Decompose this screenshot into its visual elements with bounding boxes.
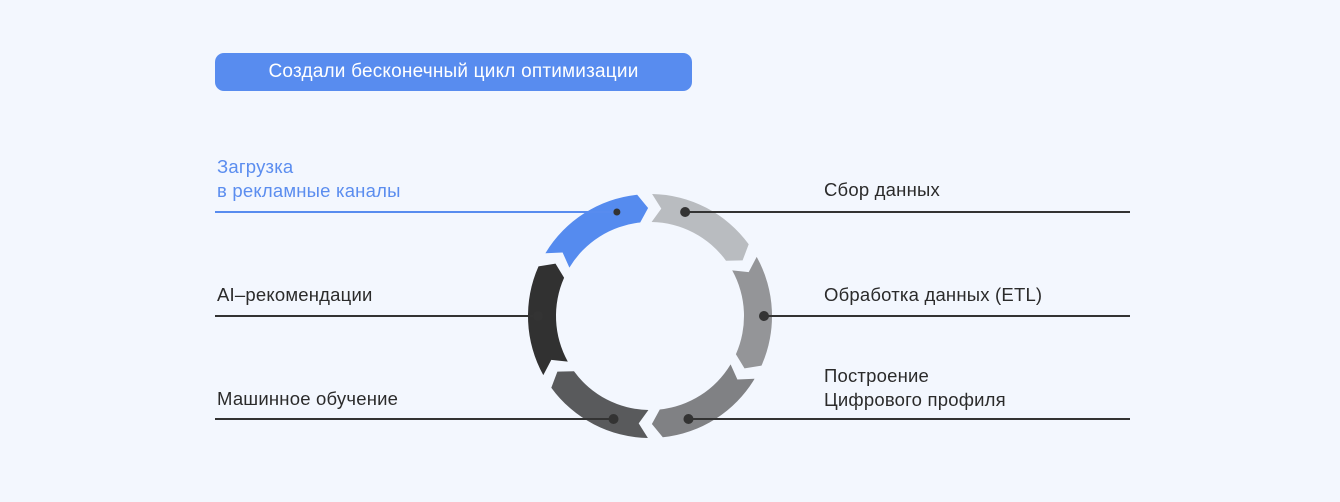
connector-dot (608, 414, 619, 424)
cycle-segment (732, 256, 773, 369)
stage-label-ad-channels: Загрузка в рекламные каналы (217, 155, 401, 203)
stage-text: в рекламные каналы (217, 180, 401, 201)
stage-text: Построение (824, 365, 930, 386)
stage-label-ai: AI–рекомендации (217, 283, 373, 307)
stage-label-etl: Обработка данных (ETL) (824, 283, 1042, 307)
connector-dot (680, 207, 691, 217)
connector-dot (683, 414, 694, 424)
cycle-segment (527, 263, 568, 376)
stage-text: AI–рекомендации (217, 284, 373, 305)
cycle-segment (651, 364, 755, 438)
cycle-segment (551, 371, 649, 438)
connector-dot (613, 208, 621, 216)
title-badge: Создали бесконечный цикл оптимизации (215, 53, 692, 91)
connector-dot (533, 311, 543, 321)
stage-label-data-collection: Сбор данных (824, 178, 940, 202)
cycle-segment (651, 194, 749, 261)
cycle-segment (545, 194, 649, 268)
connector-dot (759, 311, 769, 321)
stage-text: Машинное обучение (217, 388, 399, 409)
stage-text: Обработка данных (ETL) (824, 284, 1043, 305)
stage-text: Сбор данных (824, 179, 940, 200)
stage-text: Загрузка (217, 156, 294, 177)
stage-text: Цифрового профиля (824, 389, 1006, 410)
stage-label-ml: Машинное обучение (217, 387, 398, 411)
